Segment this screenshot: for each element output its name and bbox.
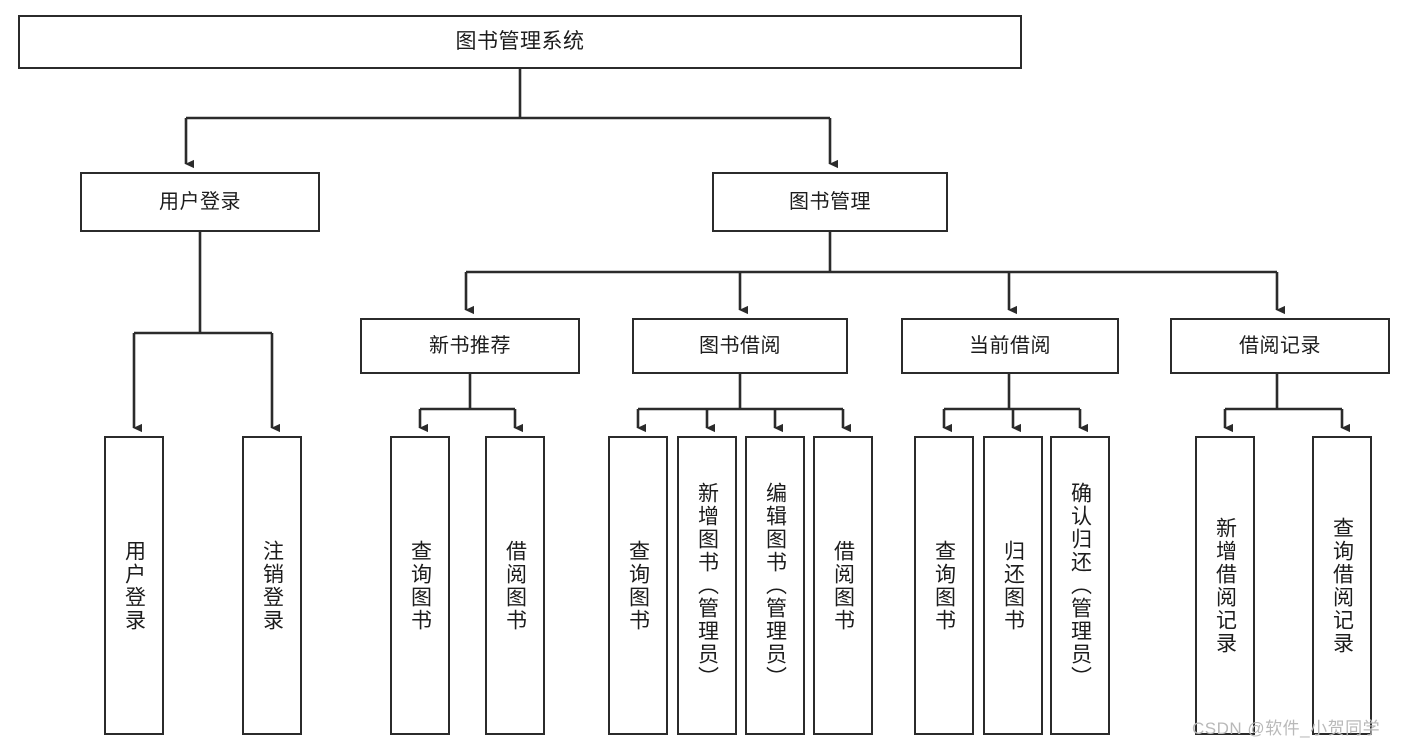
leaf-user-login-label: 用户登录 xyxy=(122,539,146,632)
leaf-query-borrow-record[interactable]: 查询借阅记录 xyxy=(1312,436,1372,735)
leaf-query-book-1-label: 查询图书 xyxy=(408,539,432,632)
leaf-add-borrow-record[interactable]: 新增借阅记录 xyxy=(1195,436,1255,735)
node-new-book-recommend-label: 新书推荐 xyxy=(429,334,511,357)
node-current-borrow[interactable]: 当前借阅 xyxy=(901,318,1119,374)
leaf-borrow-book-1[interactable]: 借阅图书 xyxy=(485,436,545,735)
leaf-borrow-book-1-label: 借阅图书 xyxy=(503,539,527,632)
leaf-query-borrow-record-label: 查询借阅记录 xyxy=(1330,516,1354,655)
node-book-borrow-label: 图书借阅 xyxy=(699,334,781,357)
leaf-query-book-2[interactable]: 查询图书 xyxy=(608,436,668,735)
leaf-edit-book-admin[interactable]: 编辑图书（管理员） xyxy=(745,436,805,735)
leaf-logout-login[interactable]: 注销登录 xyxy=(242,436,302,735)
node-book-management-label: 图书管理 xyxy=(789,190,871,213)
node-root-label: 图书管理系统 xyxy=(455,30,585,54)
node-current-borrow-label: 当前借阅 xyxy=(969,334,1051,357)
leaf-confirm-return-admin[interactable]: 确认归还（管理员） xyxy=(1050,436,1110,735)
node-new-book-recommend[interactable]: 新书推荐 xyxy=(360,318,580,374)
node-borrow-record-label: 借阅记录 xyxy=(1239,334,1321,357)
leaf-query-book-3-label: 查询图书 xyxy=(932,539,956,632)
leaf-return-book[interactable]: 归还图书 xyxy=(983,436,1043,735)
node-book-borrow[interactable]: 图书借阅 xyxy=(632,318,848,374)
leaf-user-login[interactable]: 用户登录 xyxy=(104,436,164,735)
leaf-return-book-label: 归还图书 xyxy=(1001,539,1025,632)
leaf-query-book-3[interactable]: 查询图书 xyxy=(914,436,974,735)
leaf-query-book-2-label: 查询图书 xyxy=(626,539,650,632)
leaf-borrow-book-2-label: 借阅图书 xyxy=(831,539,855,632)
leaf-query-book-1[interactable]: 查询图书 xyxy=(390,436,450,735)
leaf-add-book-admin-label: 新增图书（管理员） xyxy=(695,482,719,689)
node-root[interactable]: 图书管理系统 xyxy=(18,15,1022,69)
leaf-confirm-return-admin-label: 确认归还（管理员） xyxy=(1068,482,1092,689)
node-book-management[interactable]: 图书管理 xyxy=(712,172,948,232)
leaf-borrow-book-2[interactable]: 借阅图书 xyxy=(813,436,873,735)
leaf-add-borrow-record-label: 新增借阅记录 xyxy=(1213,516,1237,655)
leaf-add-book-admin[interactable]: 新增图书（管理员） xyxy=(677,436,737,735)
leaf-edit-book-admin-label: 编辑图书（管理员） xyxy=(763,482,787,689)
leaf-logout-login-label: 注销登录 xyxy=(260,539,284,632)
node-user-login-label: 用户登录 xyxy=(159,190,241,213)
node-user-login[interactable]: 用户登录 xyxy=(80,172,320,232)
node-borrow-record[interactable]: 借阅记录 xyxy=(1170,318,1390,374)
